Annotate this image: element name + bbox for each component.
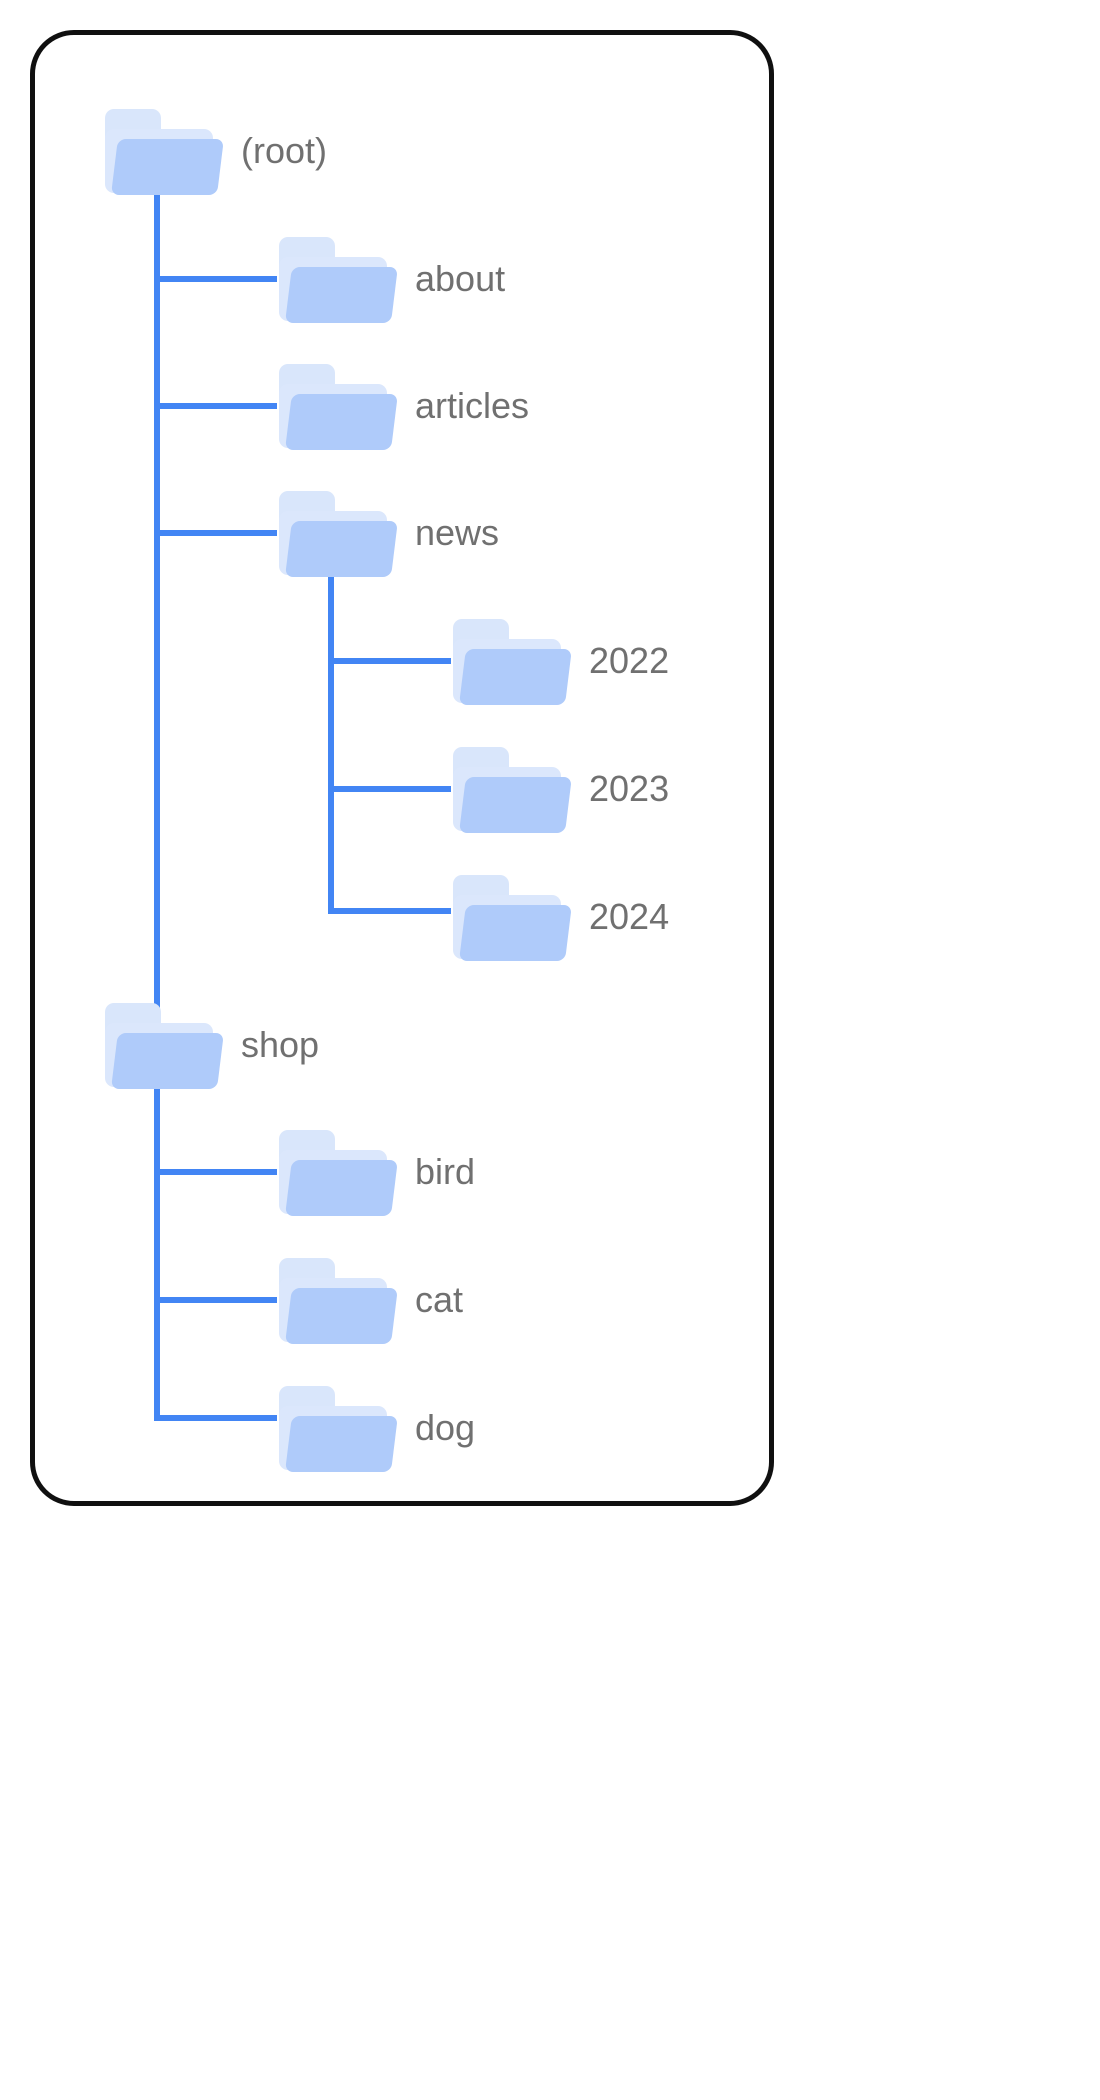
- folder-front: [459, 649, 572, 705]
- tree-node-label: news: [415, 512, 500, 553]
- tree-link-news-to-y2024: [328, 568, 451, 914]
- tree-node-cat[interactable]: cat: [277, 1252, 463, 1348]
- folder-icon: [103, 103, 224, 199]
- folder-front: [285, 1160, 398, 1216]
- folder-front: [111, 139, 224, 195]
- tree-node-y2023[interactable]: 2023: [451, 741, 669, 837]
- folder-front: [285, 1416, 398, 1472]
- tree-link-shop-to-bird: [154, 1080, 277, 1175]
- tree-link-news-to-y2023: [328, 568, 451, 792]
- folder-front: [285, 394, 398, 450]
- tree-link-shop-to-cat: [154, 1080, 277, 1303]
- tree-node-label: 2024: [589, 896, 670, 937]
- tree-node-y2022[interactable]: 2022: [451, 613, 669, 709]
- folder-icon: [277, 1380, 398, 1476]
- tree-link-news-to-y2022: [328, 568, 451, 664]
- tree-node-label: bird: [415, 1151, 476, 1192]
- tree-link-shop-to-dog: [154, 1080, 277, 1421]
- tree-node-label: shop: [241, 1024, 320, 1065]
- folder-icon: [277, 1124, 398, 1220]
- folder-icon: [277, 231, 398, 327]
- folder-icon: [451, 741, 572, 837]
- folder-front: [285, 267, 398, 323]
- folder-icon: [277, 358, 398, 454]
- folder-front: [285, 521, 398, 577]
- tree-node-bird[interactable]: bird: [277, 1124, 475, 1220]
- tree-node-news[interactable]: news: [277, 485, 499, 581]
- tree-link-root-to-articles: [154, 186, 277, 409]
- tree-link-root-to-about: [154, 186, 277, 282]
- tree-node-y2024[interactable]: 2024: [451, 869, 669, 965]
- tree-node-label: dog: [415, 1407, 476, 1448]
- tree-node-label: articles: [415, 385, 530, 426]
- folder-icon: [451, 869, 572, 965]
- folder-front: [111, 1033, 224, 1089]
- folder-front: [459, 905, 572, 961]
- tree-link-root-to-news: [154, 186, 277, 536]
- tree-node-shop[interactable]: shop: [103, 997, 319, 1093]
- tree-node-label: 2022: [589, 640, 670, 681]
- folder-front: [459, 777, 572, 833]
- folder-icon: [277, 485, 398, 581]
- tree-node-dog[interactable]: dog: [277, 1380, 475, 1476]
- tree-node-root[interactable]: (root): [103, 103, 327, 199]
- folder-icon: [103, 997, 224, 1093]
- tree-node-label: cat: [415, 1279, 464, 1320]
- folder-icon: [277, 1252, 398, 1348]
- folder-front: [285, 1288, 398, 1344]
- tree-node-label: about: [415, 258, 506, 299]
- tree-node-articles[interactable]: articles: [277, 358, 529, 454]
- tree-node-label: 2023: [589, 768, 670, 809]
- folder-icon: [451, 613, 572, 709]
- tree-node-about[interactable]: about: [277, 231, 505, 327]
- tree-node-label: (root): [241, 130, 328, 171]
